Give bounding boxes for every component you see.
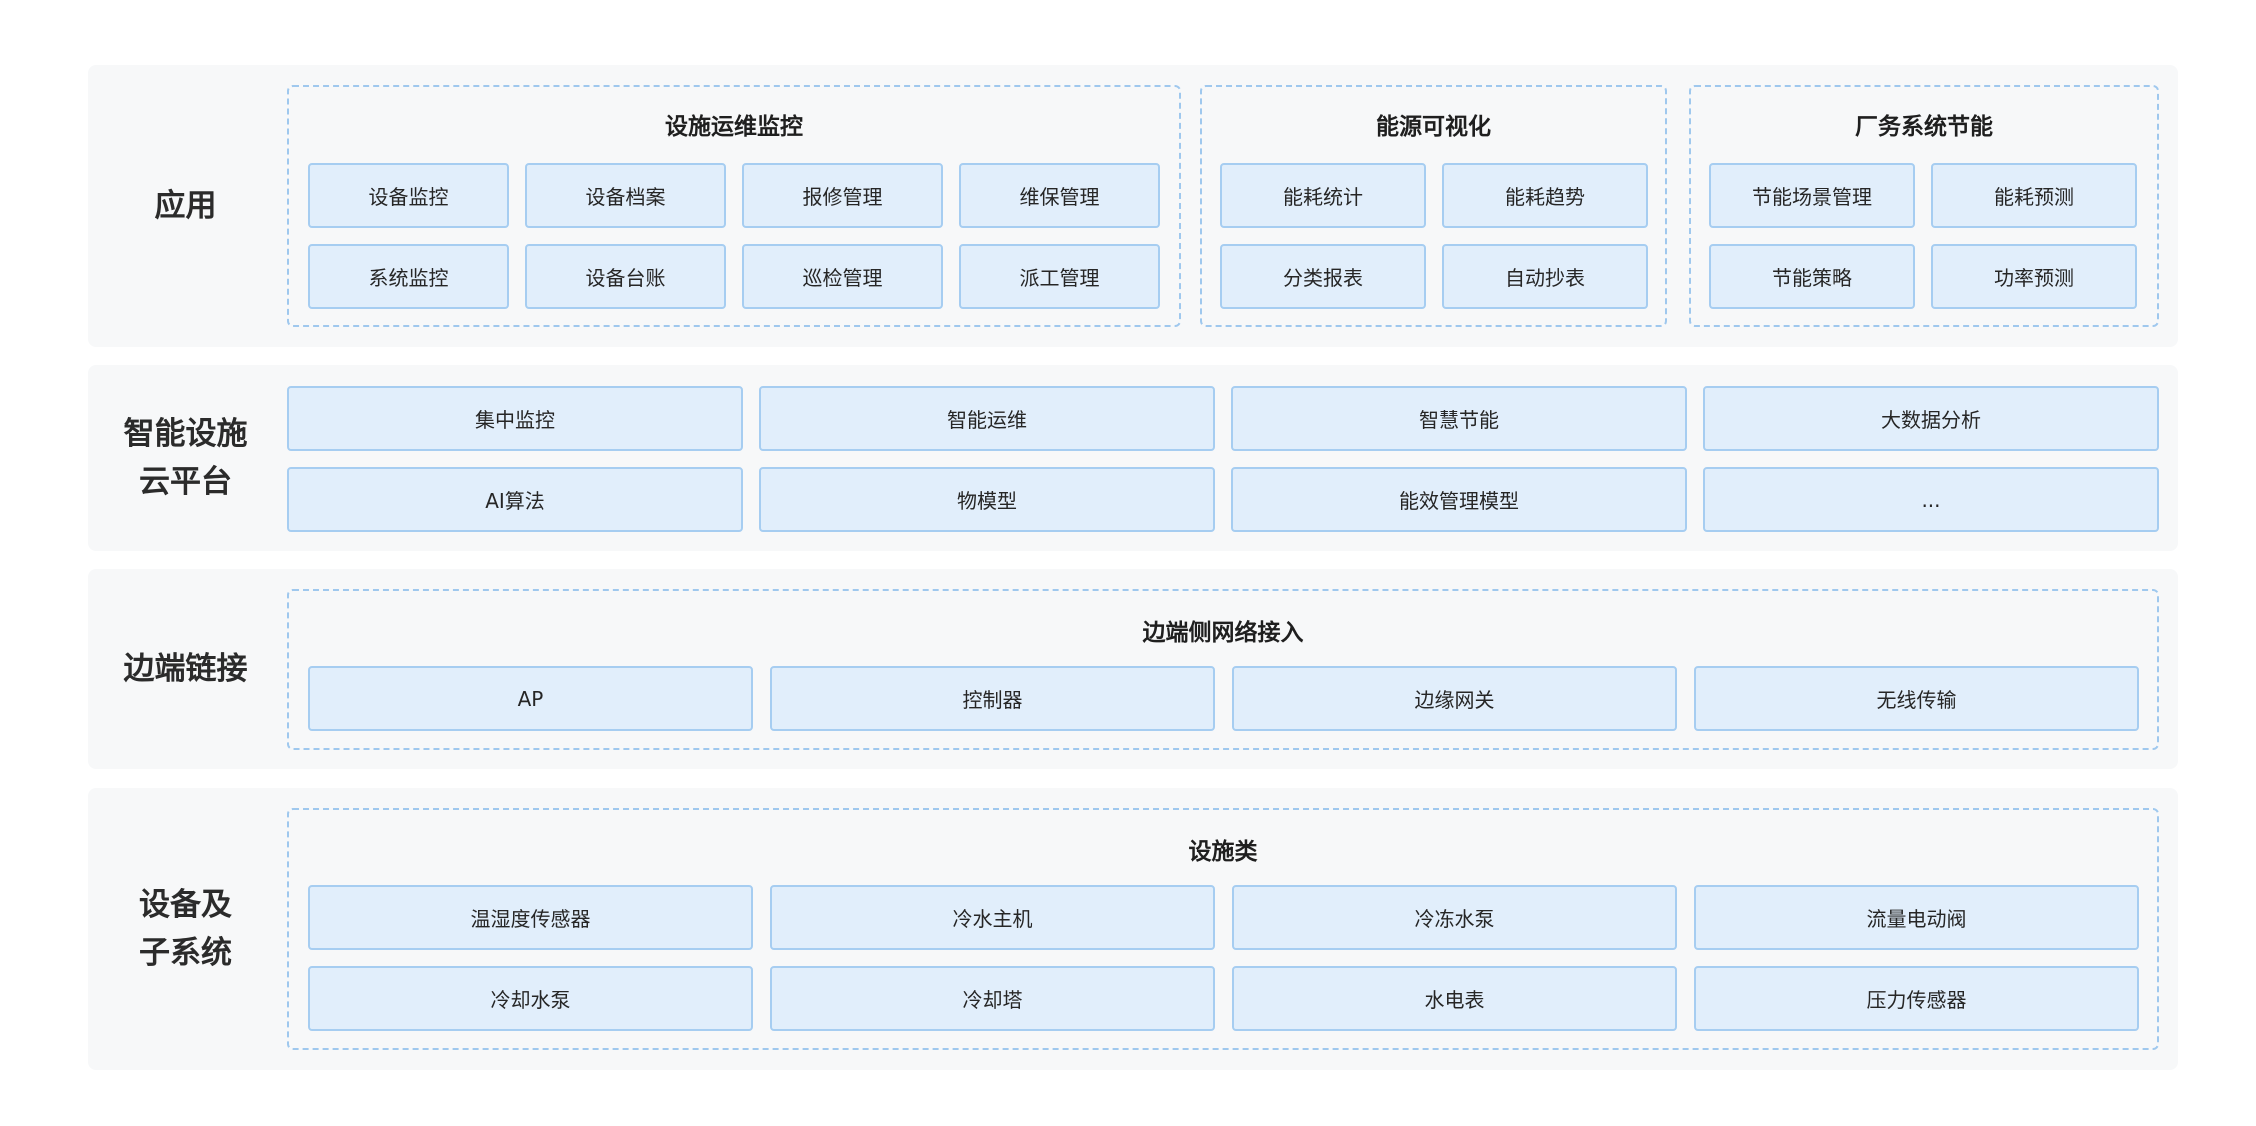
layer-label-text: 边端链接: [123, 651, 248, 687]
layer-application: 应用 设施运维监控 设备监控 设备档案 报修管理 维保管理 系统监控 设备台账 …: [88, 65, 2178, 347]
layer-label-line2: 云平台: [139, 464, 232, 500]
module-box: 节能场景管理: [1709, 163, 1915, 228]
group-energy-visualization: 能源可视化 能耗统计 能耗趋势 分类报表 自动抄表: [1200, 85, 1667, 327]
module-box: 功率预测: [1931, 244, 2137, 309]
module-box: 智慧节能: [1231, 386, 1687, 451]
module-box: AI算法: [287, 467, 743, 532]
group-title: 设施运维监控: [665, 114, 803, 140]
module-box: AP: [308, 666, 753, 731]
module-box: 冷水主机: [770, 885, 1215, 950]
module-box: 冷却塔: [770, 966, 1215, 1031]
layer-label-cloud-platform: 智能设施 云平台: [88, 365, 283, 551]
layer-label-line2: 子系统: [139, 935, 232, 971]
module-box: 大数据分析: [1703, 386, 2159, 451]
group-plant-energy-saving: 厂务系统节能 节能场景管理 能耗预测 节能策略 功率预测: [1689, 85, 2159, 327]
layer-cloud-platform: 智能设施 云平台 集中监控 智能运维 智慧节能 大数据分析 AI算法 物模型 能…: [88, 365, 2178, 551]
layer-devices-subsystems: 设备及 子系统 设施类 温湿度传感器 冷水主机 冷冻水泵 流量电动阀 冷却水泵 …: [88, 788, 2178, 1070]
module-box: 节能策略: [1709, 244, 1915, 309]
layer-label-line1: 智能设施: [123, 416, 248, 452]
module-box: 流量电动阀: [1694, 885, 2139, 950]
group-title: 设施类: [1188, 839, 1258, 865]
module-box: 智能运维: [759, 386, 1215, 451]
group-title: 边端侧网络接入: [1142, 620, 1304, 646]
module-box: 能耗统计: [1220, 163, 1426, 228]
module-box: 系统监控: [308, 244, 509, 309]
layer-label-text: 应用: [154, 188, 217, 224]
module-box: 设备台账: [525, 244, 726, 309]
group-title: 能源可视化: [1376, 114, 1491, 140]
module-box: 巡检管理: [742, 244, 943, 309]
module-box: 边缘网关: [1232, 666, 1677, 731]
group-facility-monitoring: 设施运维监控 设备监控 设备档案 报修管理 维保管理 系统监控 设备台账 巡检管…: [287, 85, 1181, 327]
layer-label-edge-link: 边端链接: [88, 569, 283, 769]
module-box: 维保管理: [959, 163, 1160, 228]
layer-label-devices-subsystems: 设备及 子系统: [88, 788, 283, 1070]
module-box: 物模型: [759, 467, 1215, 532]
module-box: 设备监控: [308, 163, 509, 228]
module-box: 无线传输: [1694, 666, 2139, 731]
layer-label-line1: 设备及: [139, 887, 232, 923]
module-box: ...: [1703, 467, 2159, 532]
module-box: 压力传感器: [1694, 966, 2139, 1031]
module-box: 能耗趋势: [1442, 163, 1648, 228]
module-box: 冷冻水泵: [1232, 885, 1677, 950]
module-box: 分类报表: [1220, 244, 1426, 309]
module-box: 能耗预测: [1931, 163, 2137, 228]
module-box: 控制器: [770, 666, 1215, 731]
layer-edge-link: 边端链接 边端侧网络接入 AP 控制器 边缘网关 无线传输: [88, 569, 2178, 769]
group-facility-devices: 设施类 温湿度传感器 冷水主机 冷冻水泵 流量电动阀 冷却水泵 冷却塔 水电表 …: [287, 808, 2159, 1050]
module-box: 冷却水泵: [308, 966, 753, 1031]
module-box: 能效管理模型: [1231, 467, 1687, 532]
module-box: 水电表: [1232, 966, 1677, 1031]
module-box: 设备档案: [525, 163, 726, 228]
module-box: 集中监控: [287, 386, 743, 451]
module-box: 自动抄表: [1442, 244, 1648, 309]
group-edge-network-access: 边端侧网络接入 AP 控制器 边缘网关 无线传输: [287, 589, 2159, 750]
layer-label-application: 应用: [88, 65, 283, 347]
module-box: 报修管理: [742, 163, 943, 228]
module-box: 派工管理: [959, 244, 1160, 309]
group-title: 厂务系统节能: [1855, 114, 1993, 140]
module-box: 温湿度传感器: [308, 885, 753, 950]
